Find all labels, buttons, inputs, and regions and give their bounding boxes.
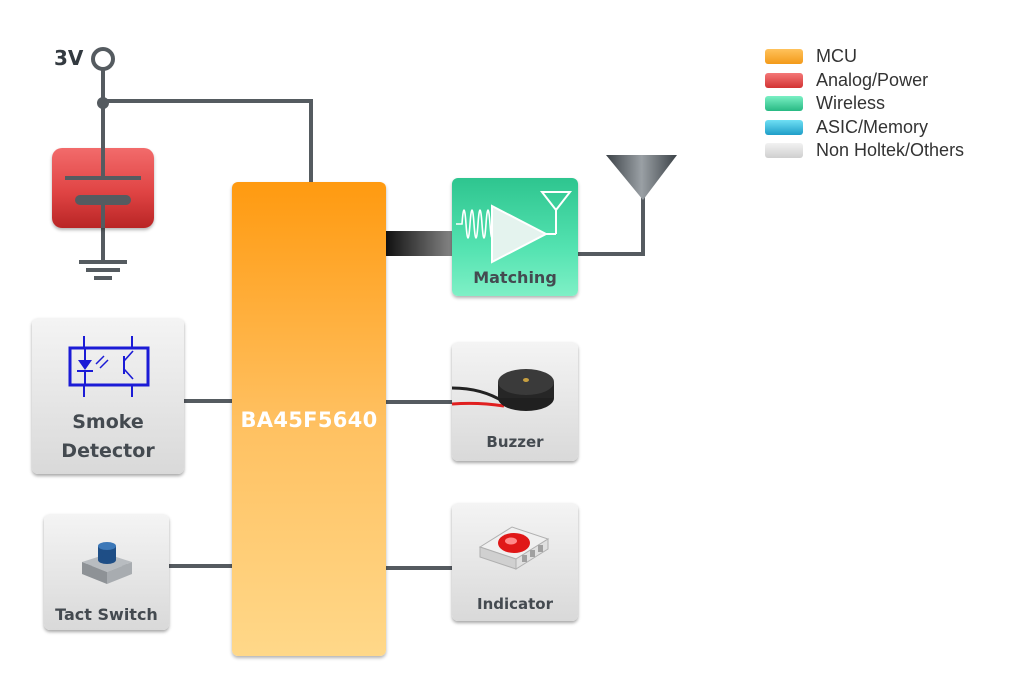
- legend-swatch-analog-power: [765, 72, 803, 88]
- mcu-label: BA45F5640: [240, 408, 378, 432]
- rf-bus: [386, 231, 454, 256]
- legend-swatch-mcu: [765, 49, 803, 64]
- legend-label-wireless: Wireless: [816, 93, 886, 113]
- photo-interrupter-icon: [68, 336, 150, 397]
- legend-swatch-non-holtek: [765, 143, 803, 158]
- buzzer-block: Buzzer: [452, 342, 578, 461]
- legend-label-non-holtek: Non Holtek/Others: [816, 140, 965, 160]
- legend-label-analog-power: Analog/Power: [816, 69, 929, 90]
- tact-switch-icon: [82, 542, 132, 584]
- smoke-detector-label-line2: Detector: [61, 440, 155, 462]
- antenna-wire: [577, 190, 645, 256]
- tact-switch-block: Tact Switch: [44, 514, 169, 630]
- legend-swatch-asic-memory: [765, 119, 803, 135]
- indicator-block: Indicator: [452, 503, 578, 621]
- supply-voltage-label: 3V: [54, 46, 84, 70]
- battery-block: [52, 148, 154, 228]
- battery-icon: [65, 148, 141, 228]
- legend-label-mcu: MCU: [816, 46, 857, 66]
- mcu-block: BA45F5640: [232, 182, 386, 656]
- tact-switch-label: Tact Switch: [55, 605, 158, 624]
- led-icon: [478, 526, 550, 570]
- matching-label: Matching: [473, 268, 557, 287]
- smoke-detector-block: Smoke Detector: [32, 318, 184, 474]
- rf-amplifier-icon: [456, 191, 573, 264]
- legend-label-asic-memory: ASIC/Memory: [816, 116, 929, 137]
- buzzer-icon: [452, 369, 554, 411]
- antenna-icon: [606, 155, 677, 200]
- supply-wire-to-mcu: [103, 99, 313, 184]
- ground-icon: [79, 260, 127, 280]
- matching-block: Matching: [452, 178, 578, 296]
- supply-terminal: [91, 47, 115, 71]
- legend-swatch-wireless: [765, 96, 803, 111]
- buzzer-label: Buzzer: [486, 433, 544, 451]
- smoke-detector-label-line1: Smoke: [72, 411, 144, 433]
- indicator-label: Indicator: [476, 595, 554, 613]
